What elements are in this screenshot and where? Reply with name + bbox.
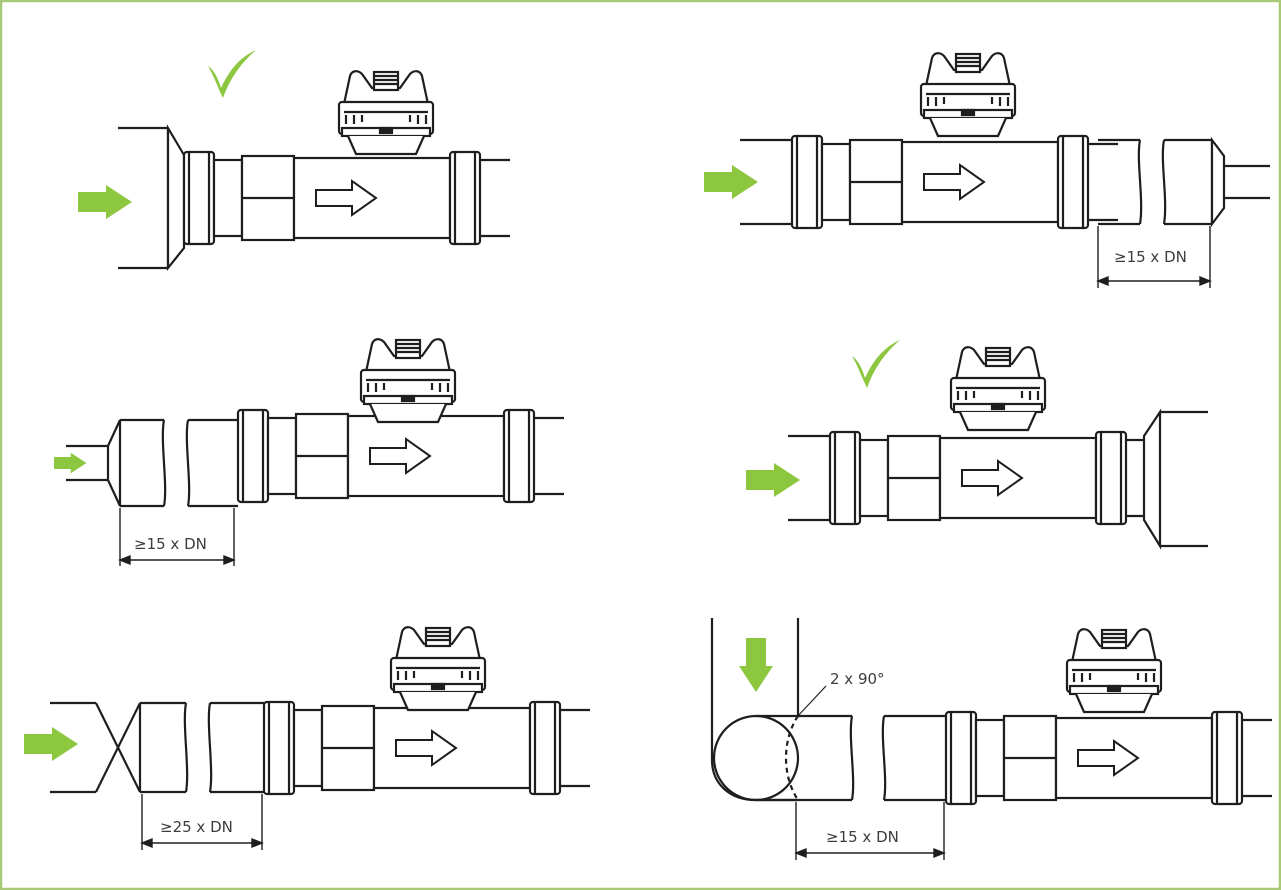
checkmark-icon (852, 340, 900, 388)
meter-head-icon (359, 338, 457, 424)
panel-reducer-upstream (78, 50, 512, 272)
meter-head-icon (949, 346, 1047, 432)
meter-head-icon (919, 52, 1017, 138)
panel-reducer-downstream (704, 52, 1270, 288)
meter-head-icon (1065, 628, 1163, 714)
meter-head-icon (389, 626, 487, 712)
panel-expander-downstream (746, 340, 1208, 550)
checkmark-icon (208, 50, 256, 98)
distance-label-reducer-downstream: ≥15 x DN (1114, 248, 1187, 266)
panel-double-elbow-upstream (710, 618, 1274, 860)
panel-valve-upstream (24, 626, 592, 850)
green-flow-arrow-icon (24, 727, 78, 761)
green-flow-arrow-icon (78, 185, 132, 219)
elbow-angle-label: 2 x 90° (830, 670, 885, 688)
green-flow-arrow-icon (739, 638, 773, 692)
meter-head-icon (337, 70, 435, 156)
distance-label-valve-upstream: ≥25 x DN (160, 818, 233, 836)
panel-expander-upstream (54, 338, 566, 566)
distance-label-expander-upstream: ≥15 x DN (134, 535, 207, 553)
green-flow-arrow-icon (746, 463, 800, 497)
distance-label-double-elbow: ≥15 x DN (826, 828, 899, 846)
green-flow-arrow-icon (704, 165, 758, 199)
green-flow-arrow-icon (54, 452, 87, 474)
